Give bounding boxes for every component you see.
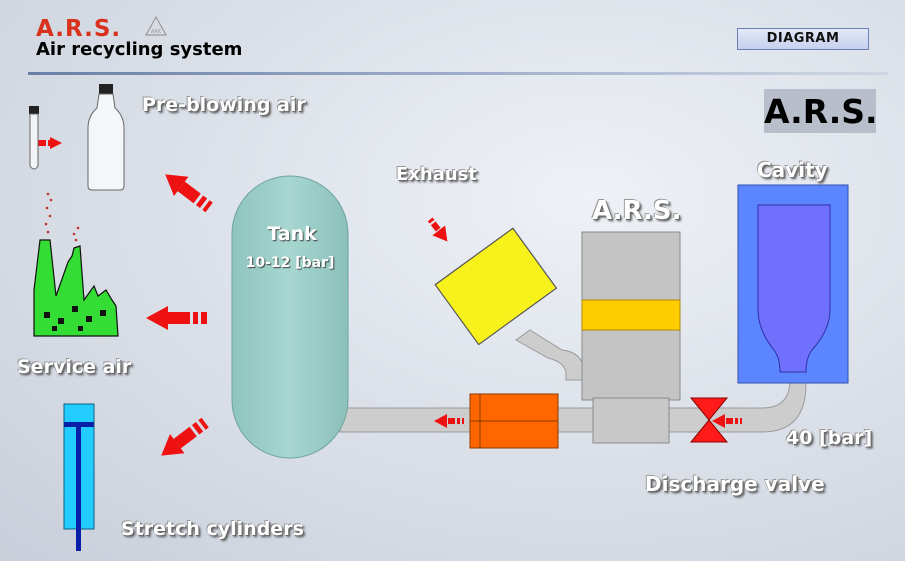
tank-shape bbox=[231, 175, 349, 459]
label-cavity-pressure: 40 [bar] bbox=[786, 427, 873, 449]
label-tank: Tank bbox=[267, 223, 317, 245]
flow-arrow-exhaust bbox=[427, 217, 448, 242]
outflow-arrows bbox=[146, 174, 213, 456]
logo-mark-text: ARK bbox=[151, 29, 162, 35]
arrow-stretch bbox=[161, 417, 209, 456]
logo-text: A.R.S. bbox=[36, 16, 122, 42]
label-pre-blowing: Pre-blowing air bbox=[142, 94, 306, 116]
label-discharge-valve: Discharge valve bbox=[645, 472, 825, 496]
label-stretch-cylinders: Stretch cylinders bbox=[121, 518, 304, 540]
flow-arrow-bottle bbox=[38, 137, 62, 149]
stretch-cylinder-icon bbox=[63, 403, 95, 551]
arrow-service-air bbox=[146, 306, 207, 330]
label-cavity: Cavity bbox=[757, 158, 828, 182]
diagram-button[interactable]: DIAGRAM bbox=[737, 28, 869, 50]
arrow-pre-blowing bbox=[165, 174, 213, 213]
app-subtitle: Air recycling system bbox=[36, 39, 243, 60]
filter-unit bbox=[469, 393, 559, 449]
bottle-icon bbox=[87, 84, 125, 191]
exhaust-pipe bbox=[515, 329, 585, 381]
flow-arrows bbox=[38, 137, 742, 428]
flow-arrow-filter bbox=[434, 414, 464, 428]
ars-band bbox=[581, 299, 681, 331]
page-title-box: A.R.S. bbox=[764, 89, 878, 133]
ars-base bbox=[592, 397, 670, 444]
ars-unit bbox=[581, 231, 681, 444]
label-service-air: Service air bbox=[17, 356, 132, 378]
header-divider bbox=[28, 72, 888, 75]
label-exhaust: Exhaust bbox=[396, 164, 477, 185]
label-tank-pressure: 10-12 [bar] bbox=[245, 255, 335, 271]
label-ars-unit: A.R.S. bbox=[592, 196, 682, 226]
cavity-return-pipe bbox=[665, 369, 807, 433]
preform-icon bbox=[29, 106, 39, 170]
cavity-mold bbox=[737, 184, 849, 384]
exhaust-box bbox=[434, 227, 558, 346]
factory-icon bbox=[33, 192, 119, 337]
flow-arrow-valve bbox=[712, 414, 742, 428]
logo-mark-icon: ARK bbox=[145, 16, 167, 36]
pipe-network bbox=[339, 329, 807, 433]
discharge-valve-icon bbox=[689, 397, 729, 443]
